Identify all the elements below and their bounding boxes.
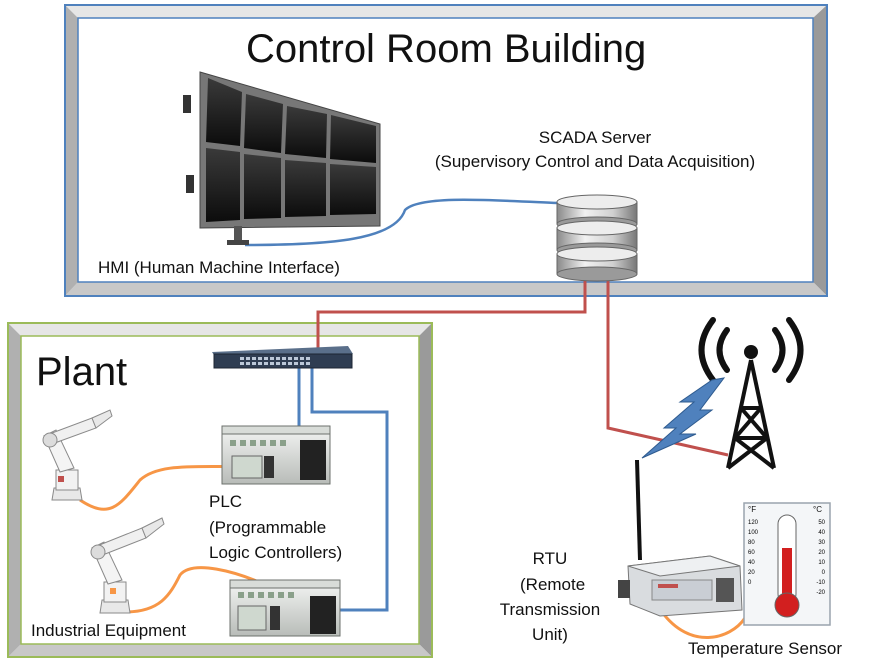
- plant-title: Plant: [36, 350, 128, 394]
- wireless-signal-bolt: [641, 377, 726, 459]
- plc-label-line3: Logic Controllers): [209, 543, 343, 562]
- control-room-title: Control Room Building: [246, 27, 647, 71]
- rtu-device: [618, 459, 743, 617]
- industrial-robot-1: [42, 409, 113, 501]
- thermometer-tick-c: 30: [818, 540, 825, 546]
- radio-tower-icon: [698, 317, 804, 470]
- switch-to-plc2-link: [283, 367, 389, 612]
- industrial-robot-2: [90, 517, 165, 614]
- thermometer-tick-c: 20: [818, 550, 825, 556]
- rtu-label-line2: (Remote: [520, 575, 586, 594]
- thermometer-tick-c: 0: [821, 570, 825, 576]
- scada-server-subtitle: (Supervisory Control and Data Acquisitio…: [434, 152, 756, 171]
- plc-label-line2: (Programmable: [209, 518, 327, 537]
- thermometer-tick-f: 60: [748, 550, 755, 556]
- thermometer-unit-f: °F: [748, 505, 757, 514]
- plc-unit-1: [221, 425, 331, 485]
- industrial-equipment-label: Industrial Equipment: [31, 621, 186, 640]
- thermometer-scale-f: 120 100 80 60 40 20 0: [748, 518, 774, 588]
- temperature-sensor-label: Temperature Sensor: [688, 639, 843, 658]
- robot1-cable: [79, 464, 246, 511]
- hmi-monitor-wall: [183, 71, 381, 245]
- thermometer-tick-c: 10: [818, 560, 825, 566]
- thermometer-tick-c: -10: [816, 580, 825, 586]
- scada-server-icon: [556, 194, 638, 282]
- thermometer-tick-f: 100: [748, 530, 759, 536]
- thermometer-tick-c: 40: [818, 530, 825, 536]
- thermometer-unit-c: °C: [813, 505, 822, 514]
- rtu-label-line1: RTU: [532, 549, 568, 568]
- thermometer-tick-f: 120: [748, 520, 759, 526]
- scada-to-tower-link: [606, 268, 729, 457]
- thermometer-tick-f: 40: [748, 560, 755, 566]
- thermometer-tick-f: 80: [748, 540, 755, 546]
- thermometer-tick-f: 0: [748, 580, 752, 586]
- scada-server-title: SCADA Server: [538, 128, 652, 147]
- rtu-label-line3: Transmission: [499, 600, 601, 619]
- scada-to-switch-link: [316, 268, 587, 355]
- plc-label-line1: PLC: [209, 492, 243, 511]
- rtu-label-line4: Unit): [532, 625, 568, 644]
- thermometer-tick-f: 20: [748, 570, 755, 576]
- hmi-label: HMI (Human Machine Interface): [98, 258, 340, 277]
- plc-unit-2: [229, 579, 341, 637]
- robot2-cable: [124, 566, 273, 614]
- thermometer-tick-c: -20: [816, 590, 825, 596]
- thermometer-tick-c: 50: [818, 520, 825, 526]
- thermometer-icon: [743, 502, 831, 626]
- hmi-to-scada-link: [244, 198, 558, 247]
- network-switch: [212, 346, 353, 369]
- plant-frame: [7, 322, 433, 658]
- thermometer-scale-c: 50 40 30 20 10 0 -10 -20: [803, 518, 825, 598]
